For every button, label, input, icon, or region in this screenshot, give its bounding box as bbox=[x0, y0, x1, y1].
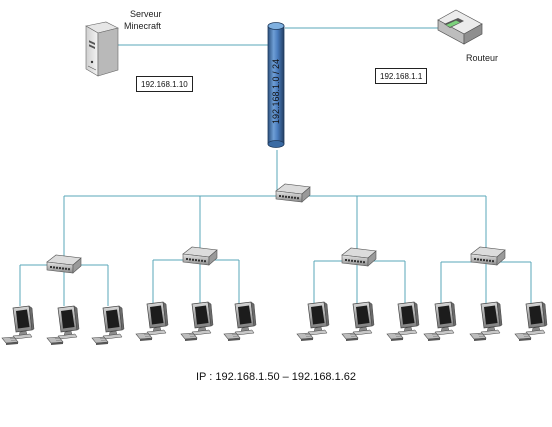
server-ip-box: 192.168.1.10 bbox=[136, 76, 193, 92]
core-switch-icon bbox=[275, 183, 311, 203]
computer-group-3 bbox=[296, 301, 420, 342]
router-ip-box: 192.168.1.1 bbox=[375, 68, 428, 84]
computer-group-4 bbox=[423, 301, 548, 342]
computer-icon bbox=[386, 301, 420, 342]
backbone-network: 192.168.1.0 / 24 bbox=[267, 22, 285, 148]
computer-group-2 bbox=[135, 301, 257, 342]
server-icon bbox=[85, 21, 119, 77]
server-label-line1: Serveur bbox=[130, 9, 162, 19]
switch-icon bbox=[182, 246, 218, 266]
computer-icon bbox=[223, 301, 257, 342]
computer-icon bbox=[296, 301, 330, 342]
computer-icon bbox=[180, 301, 214, 342]
computer-icon bbox=[46, 305, 80, 346]
computer-icon bbox=[423, 301, 457, 342]
computer-icon bbox=[91, 305, 125, 346]
computer-group-1 bbox=[1, 305, 125, 346]
switch-icon bbox=[470, 246, 506, 266]
computer-icon bbox=[469, 301, 503, 342]
switch-icon bbox=[46, 254, 82, 274]
computer-icon bbox=[1, 305, 35, 346]
backbone-label: 192.168.1.0 / 24 bbox=[271, 59, 281, 124]
computer-icon bbox=[135, 301, 169, 342]
router-label: Routeur bbox=[466, 53, 498, 63]
switch-icon bbox=[341, 247, 377, 267]
server-label-line2: Minecraft bbox=[124, 21, 162, 31]
ip-range-label: IP : 192.168.1.50 – 192.168.1.62 bbox=[195, 371, 357, 383]
computer-icon bbox=[341, 301, 375, 342]
computer-icon bbox=[514, 301, 548, 342]
router-icon bbox=[437, 9, 483, 45]
